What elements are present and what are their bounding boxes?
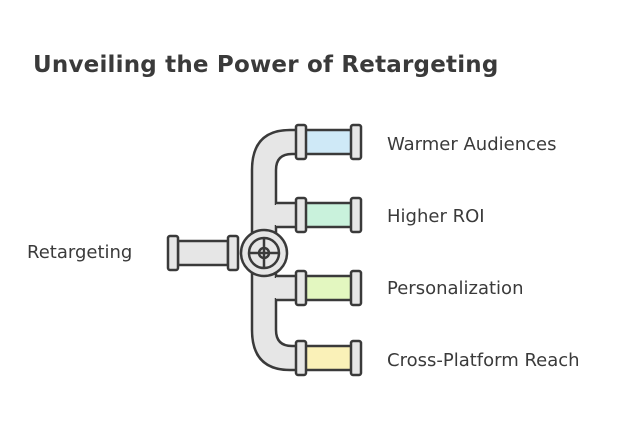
valve-icon bbox=[239, 228, 289, 278]
output-pipe-higher-roi bbox=[294, 196, 363, 234]
output-pipe-cross-platform-reach bbox=[294, 339, 363, 377]
output-label-warmer-audiences: Warmer Audiences bbox=[387, 134, 557, 155]
output-pipe-warmer-audiences bbox=[294, 123, 363, 161]
source-label: Retargeting bbox=[27, 242, 133, 263]
output-label-cross-platform-reach: Cross-Platform Reach bbox=[387, 350, 580, 371]
output-label-higher-roi: Higher ROI bbox=[387, 206, 485, 227]
output-label-personalization: Personalization bbox=[387, 278, 524, 299]
page-title: Unveiling the Power of Retargeting bbox=[33, 52, 499, 78]
input-pipe bbox=[166, 234, 240, 272]
output-pipe-personalization bbox=[294, 269, 363, 307]
